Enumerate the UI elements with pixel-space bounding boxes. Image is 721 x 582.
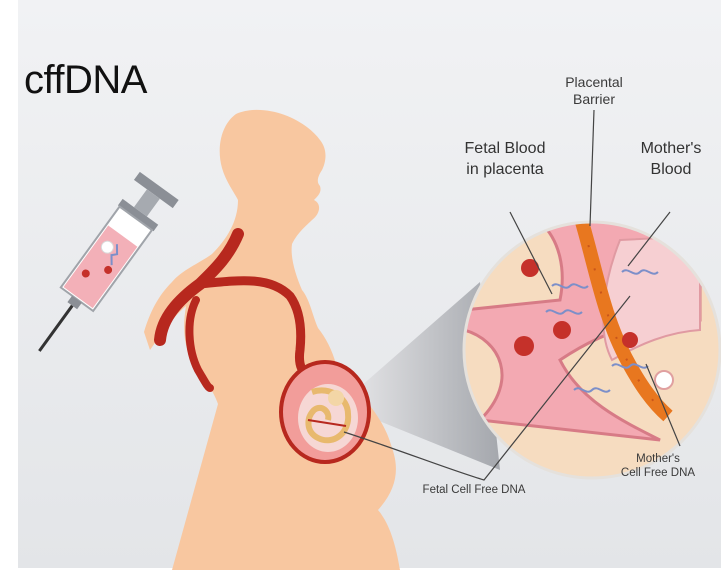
label-line: Blood xyxy=(626,159,716,180)
uterus-with-fetus xyxy=(281,362,369,462)
label-line: Mother's xyxy=(626,138,716,159)
label-fetal-cffdna: Fetal Cell Free DNA xyxy=(400,483,548,497)
label-line: in placenta xyxy=(440,159,570,180)
label-fetal-blood: Fetal Blood in placenta xyxy=(440,138,570,180)
label-line: Fetal Blood xyxy=(440,138,570,159)
label-line: Placental xyxy=(552,74,636,91)
label-line: Mother's xyxy=(608,452,708,466)
label-placental-barrier: Placental Barrier xyxy=(552,74,636,108)
label-line: Cell Free DNA xyxy=(608,466,708,480)
label-mothers-blood: Mother's Blood xyxy=(626,138,716,180)
label-line: Barrier xyxy=(552,91,636,108)
slide-title: cffDNA xyxy=(24,58,147,103)
label-mothers-cffdna: Mother's Cell Free DNA xyxy=(608,452,708,480)
